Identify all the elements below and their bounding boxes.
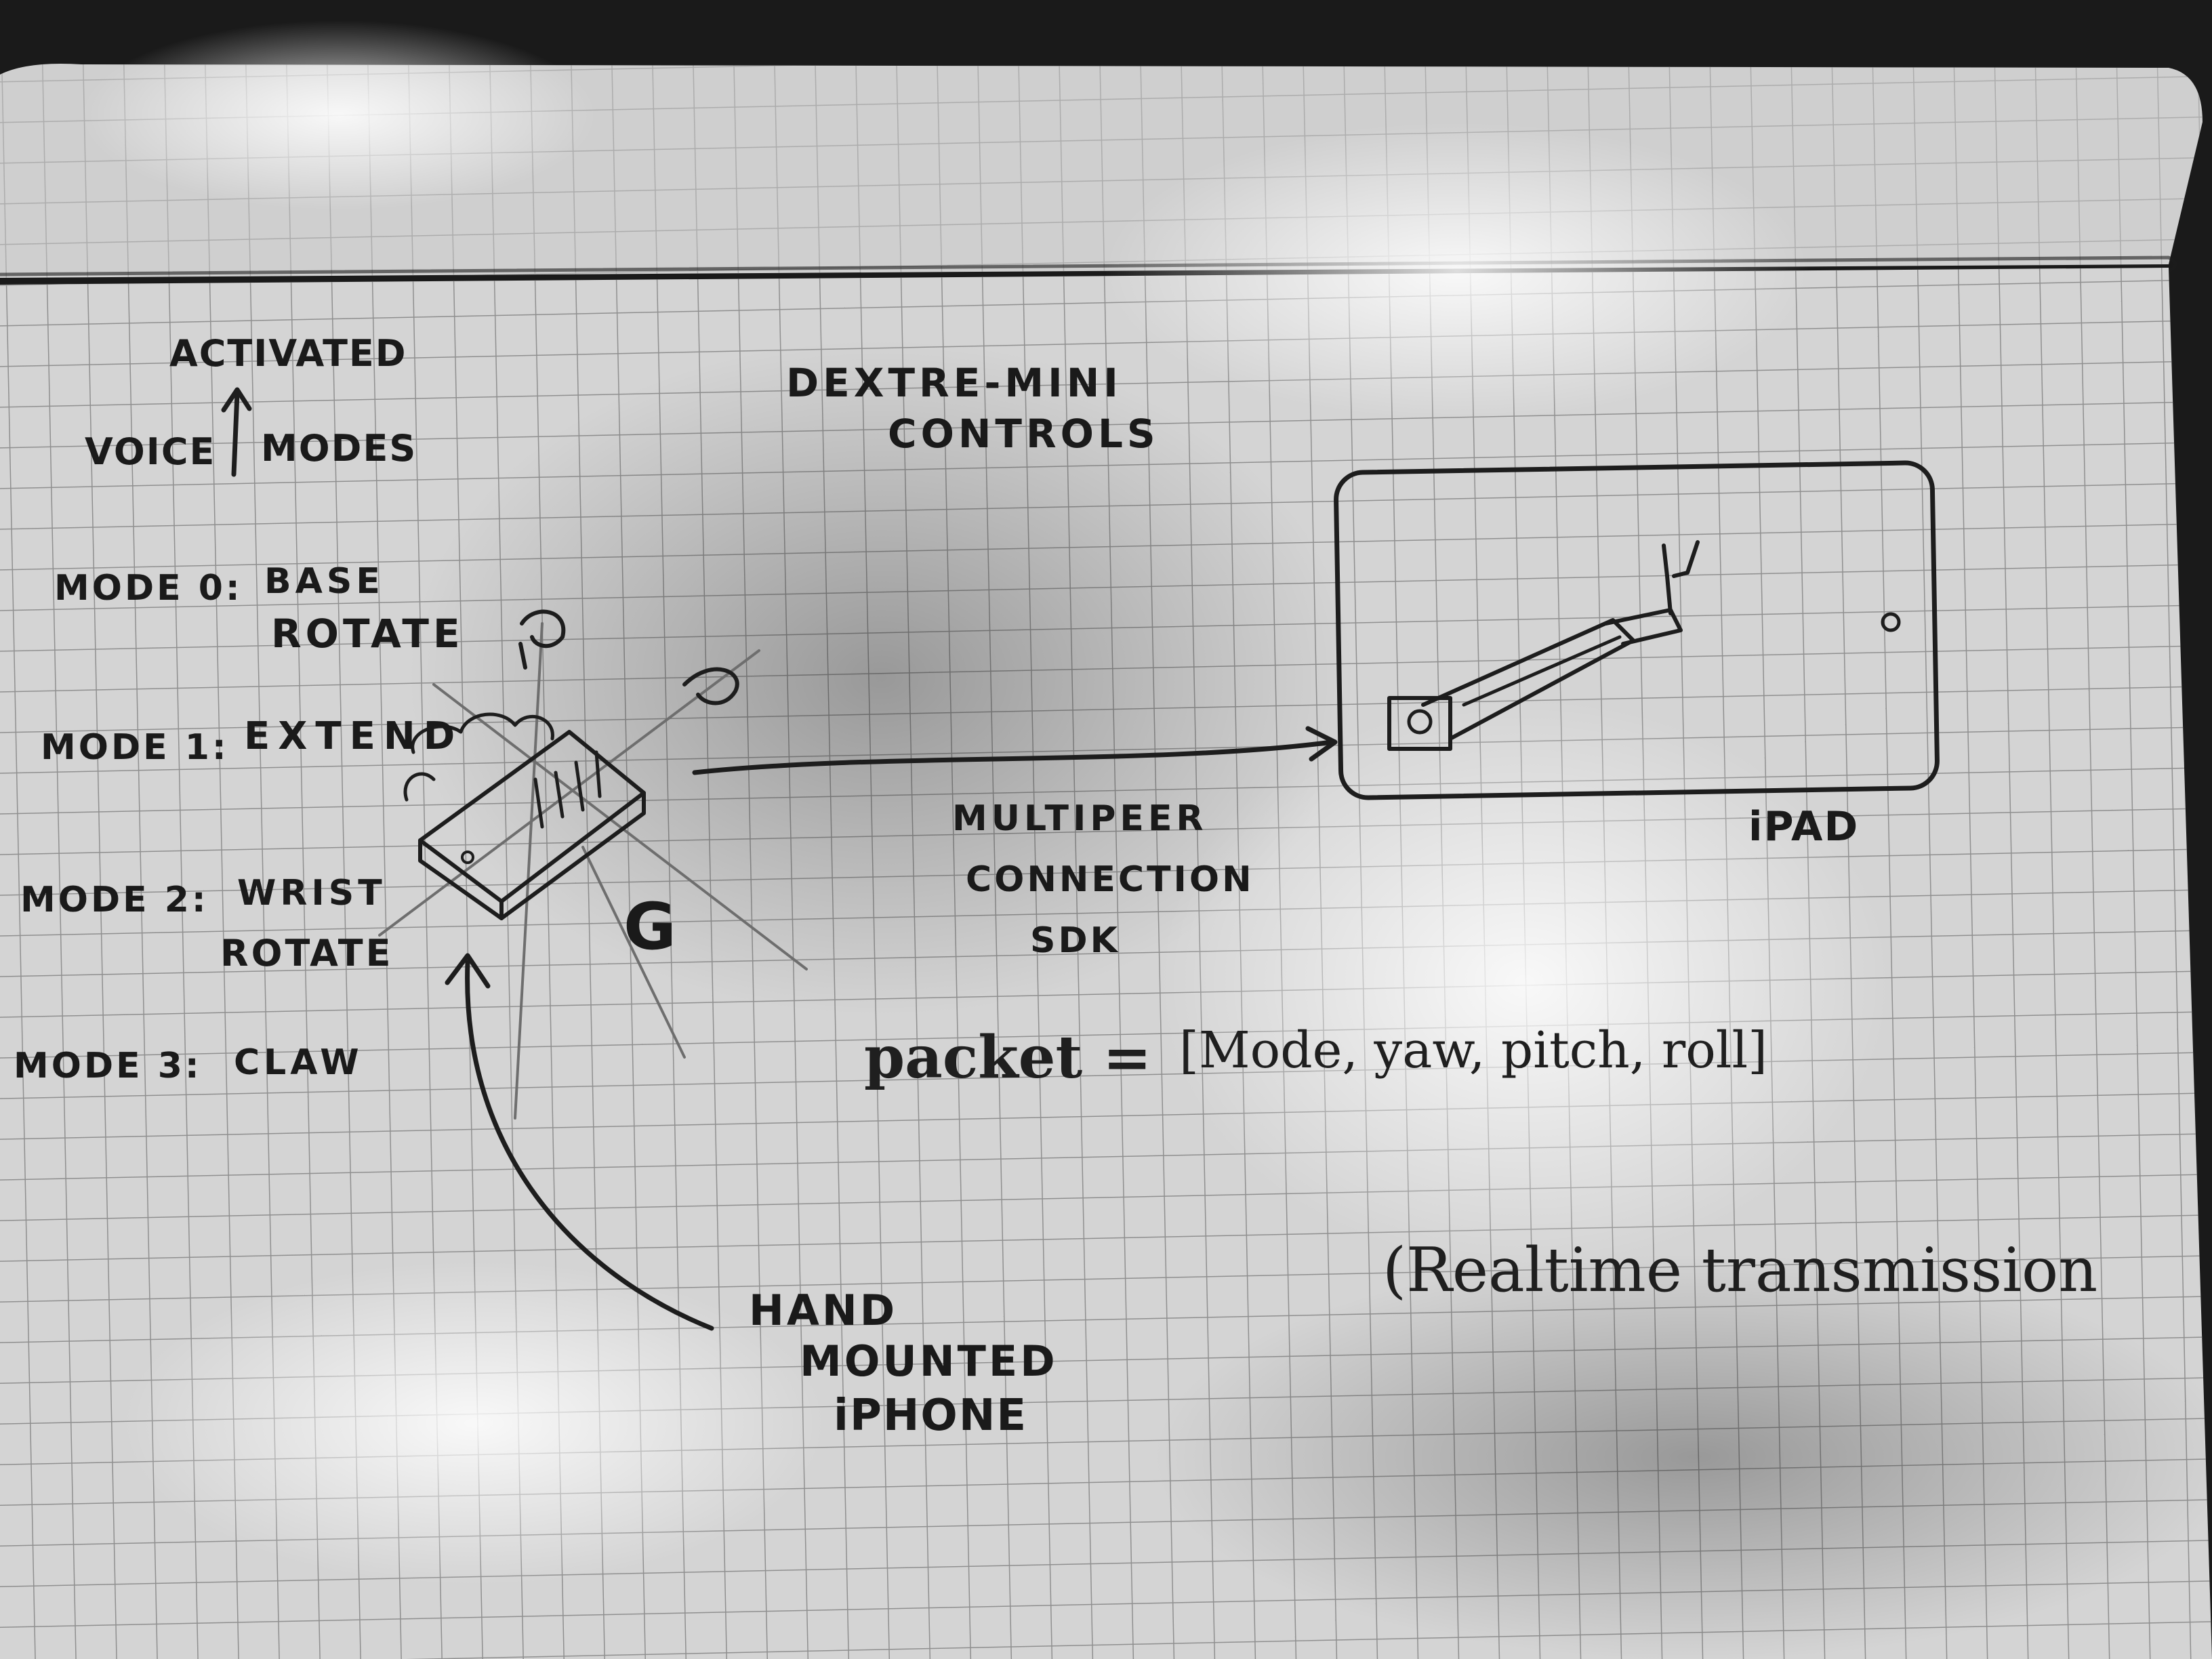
mode-3-name: CLAW xyxy=(234,1042,363,1083)
packet-lhs: packet = xyxy=(864,1023,1151,1092)
light-spot xyxy=(1105,122,1809,420)
activated-label: ACTIVATED xyxy=(169,332,407,375)
gyro-label: G xyxy=(623,890,676,964)
ipad-label: iPAD xyxy=(1748,803,1859,851)
mode-2-label: MODE 2: xyxy=(20,880,209,920)
mode-1-name: EXTEND xyxy=(244,714,463,758)
shadow-area xyxy=(1152,1254,2212,1659)
hand-mounted-phone-drawing xyxy=(403,712,646,920)
packet-rhs: [Mode, yaw, pitch, roll] xyxy=(1179,1021,1767,1080)
mode-3-label: MODE 3: xyxy=(14,1046,202,1086)
rotate-arrow-icon xyxy=(682,667,739,705)
voice-label: VOICE xyxy=(85,430,216,473)
diagram-title-line2: CONTROLS xyxy=(888,411,1160,457)
phone-label-line3: iPHONE xyxy=(834,1391,1027,1441)
axis-lines xyxy=(378,622,808,1120)
ipad-drawing xyxy=(1334,460,1940,800)
mode-0-name-line2: ROTATE xyxy=(271,611,464,657)
phone-label-line2: MOUNTED xyxy=(800,1336,1058,1386)
mode-1-label: MODE 1: xyxy=(41,727,229,768)
rotate-arrow-icon xyxy=(518,609,566,670)
mode-0-label: MODE 0: xyxy=(54,568,243,609)
phone-label-line1: HAND xyxy=(749,1286,897,1335)
light-spot xyxy=(122,1261,827,1586)
mode-2-name-line1: WRIST xyxy=(237,873,386,914)
shadow-area xyxy=(407,339,1355,1017)
diagram-title-line1: DEXTRE-MINI xyxy=(786,360,1122,406)
voice-arrow xyxy=(221,387,252,477)
phone-pointer-arrow xyxy=(445,953,714,1331)
connection-label-line2: CONNECTION xyxy=(966,859,1254,900)
connection-arrow xyxy=(692,726,1338,775)
connection-label-line3: SDK xyxy=(1030,920,1120,961)
modes-label: MODES xyxy=(261,427,417,470)
light-spot xyxy=(81,20,596,210)
realtime-note: (Realtime transmission xyxy=(1382,1235,2097,1306)
mode-0-name-line1: BASE xyxy=(264,561,384,602)
light-spot xyxy=(1159,698,1891,1267)
mode-2-name-line2: ROTATE xyxy=(220,932,393,975)
connection-label-line1: MULTIPEER xyxy=(952,798,1208,839)
